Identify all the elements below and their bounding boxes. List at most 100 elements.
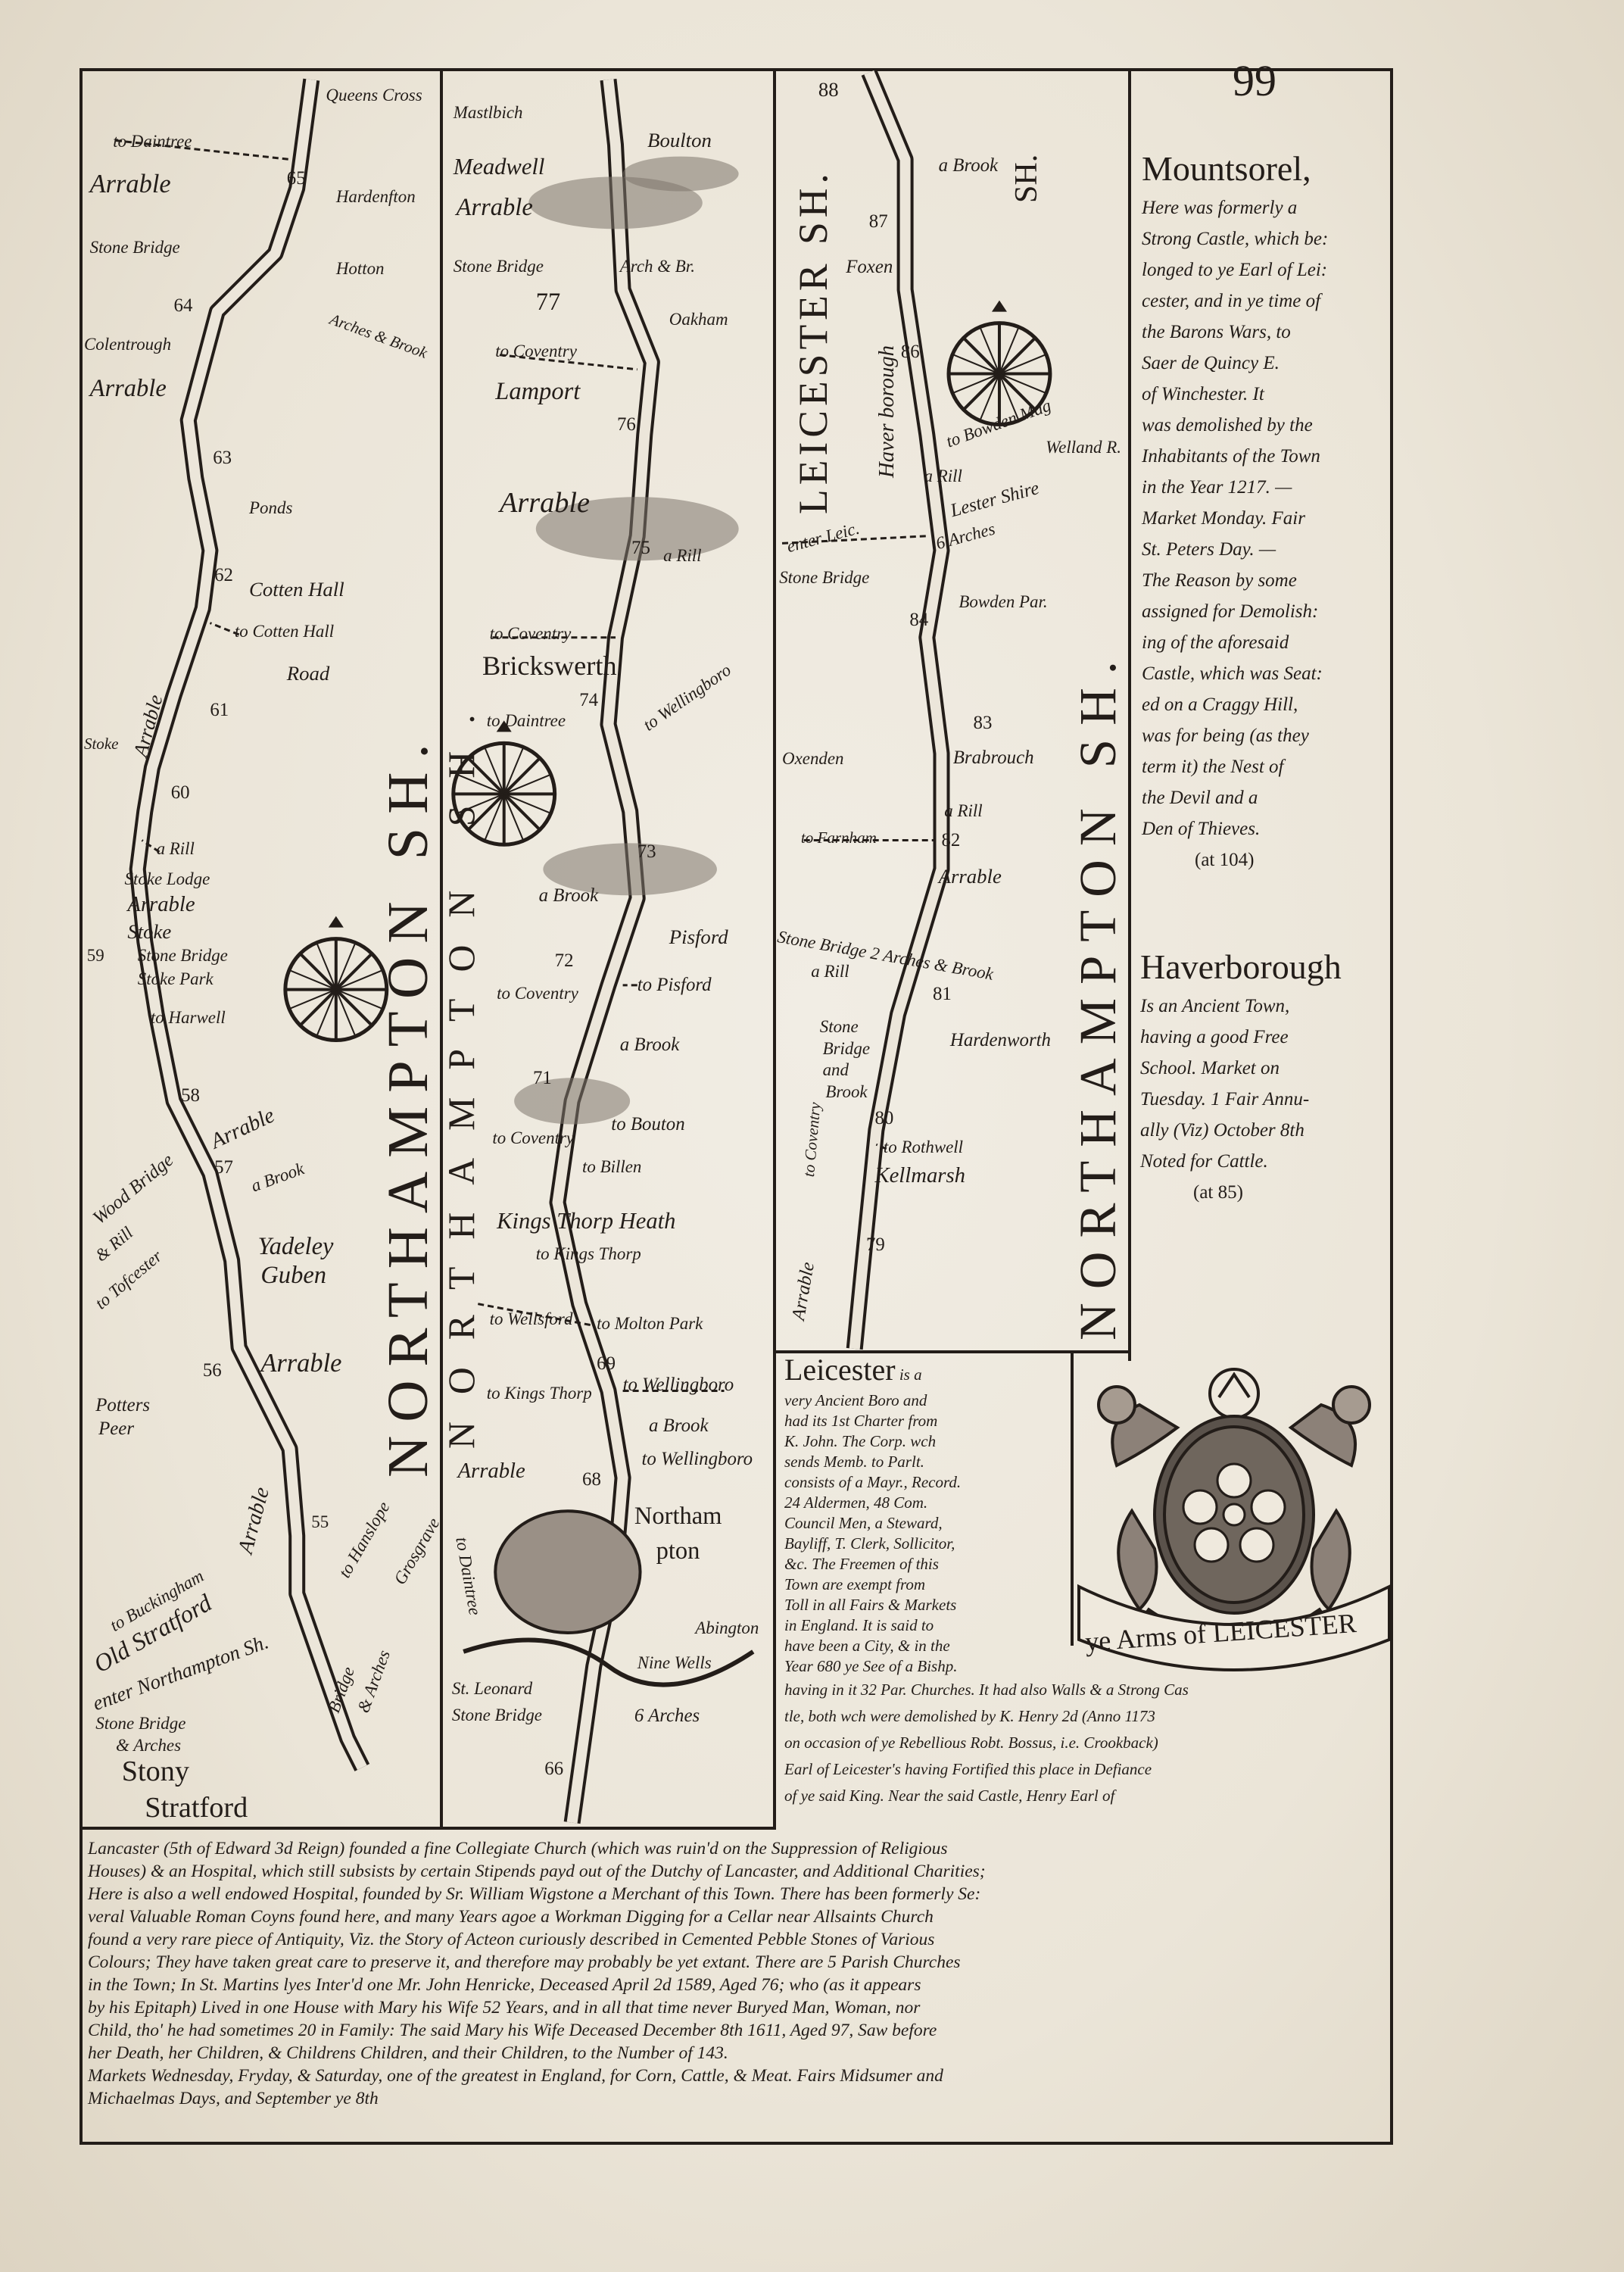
map-label: to Coventry [495,342,577,361]
mountsorel-text-line: of Winchester. It [1142,384,1264,404]
map-label: Hotton [335,259,385,279]
map-label: and [822,1060,849,1080]
leicester-text-line: in England. It is said to [784,1616,934,1634]
map-label: Stone Bridge [89,237,180,257]
haverborough-text-line: Noted for Cattle. [1140,1151,1268,1172]
mile-marker: 79 [865,1234,885,1255]
map-label: pton [656,1537,700,1565]
county-label: NORTHAMPTON SH. [441,687,483,1449]
map-label: Foxen [846,256,893,277]
leicester-text-line: Town are exempt from [784,1575,926,1593]
leicester-text-line: &c. The Freemen of this [784,1555,939,1573]
mile-marker: 59 [86,946,104,966]
mountsorel-ref: (at 104) [1195,850,1255,870]
map-label: Mastlbich [453,102,523,122]
mile-marker: 57 [214,1157,233,1178]
leicester-title: Leicester [784,1353,896,1387]
description-text-line: her Death, her Children, & Childrens Chi… [88,2043,728,2063]
map-label: a Brook [938,154,999,176]
bottom-description: Lancaster (5th of Edward 3d Reign) found… [88,1837,986,2110]
map-label: Stoke Lodge [124,869,210,888]
leicester-text-line: on occasion of ye Rebellious Robt. Bossu… [784,1734,1158,1752]
map-label: Road [286,662,330,685]
mile-marker: 83 [973,713,993,734]
map-label: to Harwell [150,1008,226,1028]
mile-marker: 87 [868,211,888,233]
compass-rose-icon [283,916,389,1043]
map-label: Abington [695,1618,759,1637]
haverborough-text-line: ally (Viz) October 8th [1140,1120,1304,1141]
map-label: Arrable [89,169,171,198]
road-strip-1 [132,79,367,1771]
map-label: Cotten Hall [249,578,344,601]
mountsorel-text-line: Den of Thieves. [1142,819,1261,839]
mile-marker: 73 [637,841,656,863]
mile-marker: 82 [941,830,961,851]
map-label: to Molton Park [597,1314,703,1333]
map-label: a Rill [663,546,702,566]
mile-marker: 74 [579,689,599,710]
map-label: to Billen [582,1157,642,1177]
map-label: a Brook [538,885,599,906]
map-label: Stone Bridge [137,946,228,966]
strip-divider [773,68,776,1830]
map-label: to Kings Thorp [486,1383,592,1403]
map-label: to Rothwell [883,1137,964,1156]
map-label: Yadeley [257,1232,334,1260]
map-label: to Wellingboro [622,1375,734,1396]
map-label: Stoke Park [137,969,214,988]
leicester-text-line: of ye said King. Near the said Castle, H… [784,1787,1115,1805]
side-road [875,1143,887,1150]
description-text-line: Child, tho' he had sometimes 20 in Famil… [88,2021,937,2040]
river-nene [463,1637,755,1687]
map-label: a Rill [811,962,849,982]
compass-rose-icon [946,300,1052,427]
mountsorel-text-line: Here was formerly a [1142,198,1298,218]
description-text-line: Here is also a well endowed Hospital, fo… [88,1884,981,1904]
description-text-line: Michaelmas Days, and September ye 8th [88,2089,379,2108]
haverborough-text-line: having a good Free [1140,1027,1289,1047]
map-label: Ponds [249,498,293,517]
leicester-text-line: Bayliff, T. Clerk, Sollicitor, [784,1534,955,1553]
map-label: to Daintree [486,711,566,731]
mountsorel-text-line: ed on a Craggy Hill, [1142,694,1298,715]
northampton-town-plan [494,1509,642,1634]
mile-marker: 63 [213,448,232,469]
arms-of-leicester-crest [1077,1368,1391,1671]
mountsorel-text-line: St. Peters Day. — [1142,539,1276,560]
map-label: Hardenfton [335,186,416,206]
mile-marker: 55 [311,1512,329,1532]
map-label: Kings Thorp Heath [497,1208,676,1234]
mountsorel-text-line: term it) the Nest of [1142,757,1284,777]
map-label: Stone Bridge [451,1705,542,1724]
map-label: a Rill [156,838,195,858]
map-label: Stone Bridge [779,567,870,587]
map-label: a Brook [619,1034,680,1055]
leicester-text-line: tle, both wch were demolished by K. Henr… [784,1707,1155,1725]
mountsorel-text-line: Market Monday. Fair [1142,508,1305,529]
map-label: Potters [95,1395,151,1416]
description-text-line: veral Valuable Roman Coyns found here, a… [88,1907,934,1927]
map-label: Stratford [145,1792,248,1824]
map-label: Oakham [669,310,728,329]
map-label: to Daintree [113,131,192,151]
road-strip-3 [849,70,947,1350]
map-label: Stone Bridge [453,256,544,276]
map-label: Stony [121,1755,189,1788]
mile-marker: 66 [544,1759,564,1780]
description-text-line: Markets Wednesday, Fryday, & Saturday, o… [88,2066,943,2086]
leicester-text-line: Council Men, a Steward, [784,1514,943,1532]
side-road [781,535,927,545]
map-label: to Coventry [497,983,578,1003]
map-label: Brook [825,1081,868,1101]
mile-marker: 71 [532,1067,552,1088]
side-road [209,622,240,636]
map-label: Arrable [938,864,1002,888]
mountsorel-text-line: cester, and in ye time of [1142,291,1321,311]
county-label: NORTHAMPTON SH. [1068,647,1127,1340]
mountsorel-text-line: assigned for Demolish: [1142,601,1319,622]
road-strip-2 [552,79,657,1824]
mile-marker: 61 [210,699,229,720]
county-label: NORTHAMPTON SH. [376,730,441,1478]
mountsorel-text-line: the Barons Wars, to [1142,322,1291,342]
